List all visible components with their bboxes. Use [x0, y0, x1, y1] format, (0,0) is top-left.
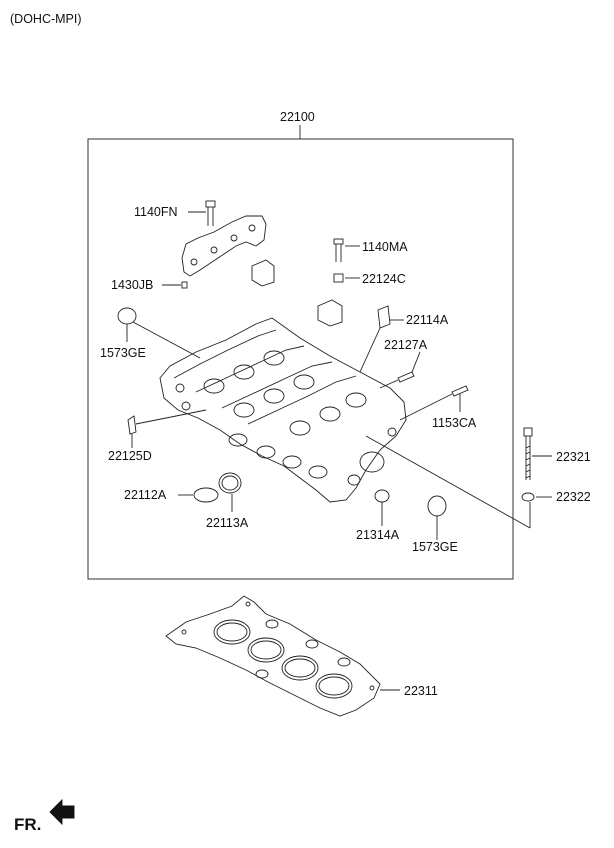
plug-1573ge-right-icon: [427, 495, 447, 517]
part-label-22321: 22321: [556, 450, 591, 464]
washer-22322-icon: [521, 492, 535, 502]
part-label-22124c: 22124C: [362, 272, 406, 286]
bearing-cap-small-2-icon: [317, 299, 343, 327]
camshaft-bearing-cap-icon: [181, 215, 267, 277]
bolt-1140fn-icon: [205, 200, 216, 226]
front-direction-label: FR.: [14, 815, 42, 834]
head-bolt-22321-icon: [523, 427, 533, 480]
part-label-21314a: 21314A: [356, 528, 400, 542]
part-label-1153ca: 1153CA: [432, 416, 477, 430]
washer-22124c-icon: [333, 273, 344, 283]
part-label-22127a: 22127A: [384, 338, 428, 352]
part-label-22114a: 22114A: [406, 313, 449, 327]
part-label-22100: 22100: [280, 110, 315, 124]
engine-type-label: (DOHC-MPI): [10, 12, 82, 26]
seal-22113a-icon: [218, 472, 242, 494]
head-gasket-22311-icon: [165, 595, 381, 717]
part-label-22322: 22322: [556, 490, 591, 504]
part-label-1140ma: 1140MA: [362, 240, 408, 254]
bolt-1140ma-icon: [333, 238, 344, 262]
dowel-1430jb-icon: [181, 281, 188, 289]
sleeve-22114a-icon: [377, 305, 391, 329]
assembly-frame: [87, 138, 514, 580]
stud-1153ca-icon: [451, 385, 469, 397]
cylinder-head-body-icon: [159, 317, 407, 503]
part-label-1573ge-left: 1573GE: [100, 346, 146, 360]
part-label-1430jb: 1430JB: [111, 278, 154, 292]
stud-22127a-icon: [397, 371, 415, 383]
part-label-22311: 22311: [404, 684, 438, 698]
seal-21314a-icon: [374, 489, 390, 503]
part-label-22125d: 22125D: [108, 449, 152, 463]
front-direction-arrow-icon: [49, 798, 75, 826]
part-label-1573ge-right: 1573GE: [412, 540, 458, 554]
part-label-22113a: 22113A: [206, 516, 249, 530]
part-label-22112a: 22112A: [124, 488, 167, 502]
plug-1573ge-left-icon: [117, 307, 137, 325]
stud-22125d-icon: [127, 415, 137, 435]
o-ring-22112a-icon: [193, 487, 219, 503]
part-label-1140fn: 1140FN: [134, 205, 178, 219]
bearing-cap-small-icon: [251, 259, 275, 287]
